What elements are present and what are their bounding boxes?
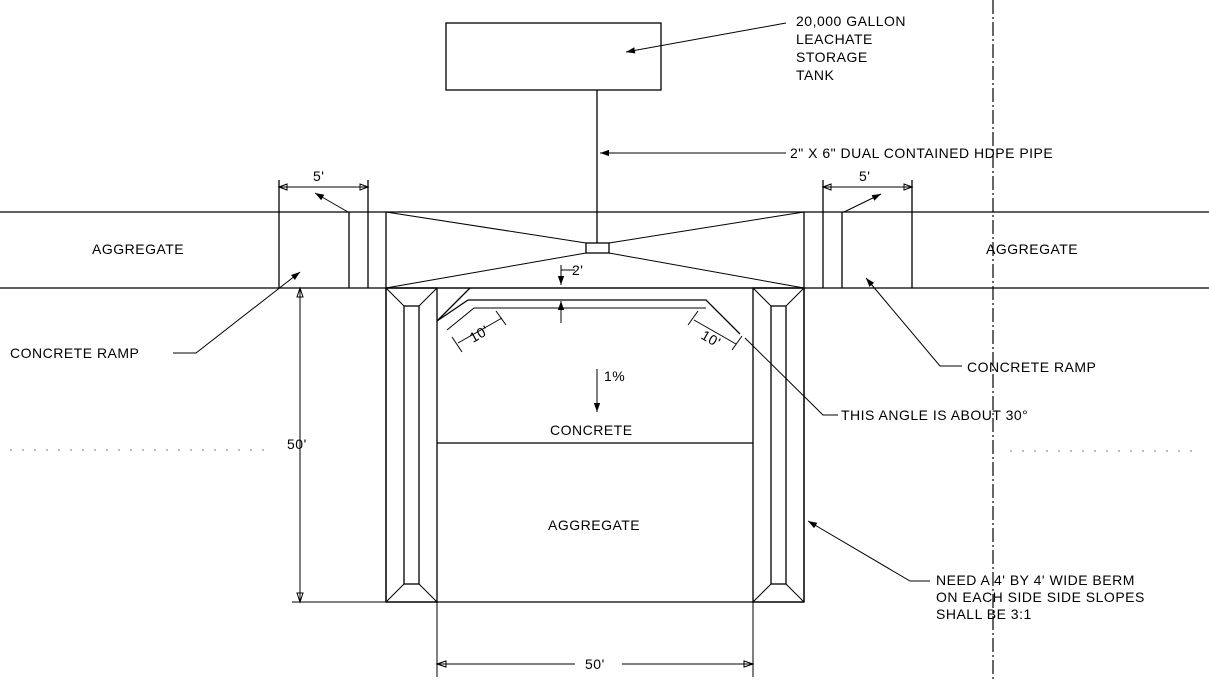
berm-right-outer [752, 287, 805, 603]
aggregate-right-label: AGGREGATE [986, 241, 1078, 257]
drain-inlet [585, 242, 610, 254]
dim-10-left-ext-a [451, 336, 463, 353]
dim-2-label: 2' [572, 262, 583, 278]
tank-label-line4: TANK [796, 67, 834, 83]
berm-left-outer [385, 287, 438, 603]
berm-left-corners [385, 287, 438, 603]
berm-note-line3: SHALL BE 3:1 [936, 606, 1032, 622]
faint-marks [10, 449, 1200, 452]
aggregate-left-label: AGGREGATE [92, 241, 184, 257]
berm-note-line1: NEED A 4' BY 4' WIDE BERM [936, 572, 1135, 588]
dim-10-left-ext-b [495, 310, 507, 326]
dim-5-left-label: 5' [313, 168, 324, 184]
dim-50-vertical-arrows [296, 286, 304, 604]
ramp-right-leader [865, 277, 962, 367]
dim-10-right-label: 10' [699, 327, 724, 351]
berm-right-inner [770, 305, 787, 585]
berm-left-inner [403, 305, 420, 585]
dim-5-right-leader [843, 193, 882, 213]
concrete-curb-outline [436, 287, 741, 335]
tank-label-line2: LEACHATE [796, 31, 873, 47]
dim-5-left-ticks [277, 183, 370, 191]
dim-10-right-ext-b [731, 335, 743, 351]
dim-5-right-ticks [821, 183, 914, 191]
dim-10-right-ext-a [687, 310, 699, 326]
ramp-left-leader [173, 271, 301, 354]
dim-50-horizontal-label: 50' [585, 656, 605, 672]
curb-left-chamfer [436, 299, 469, 322]
pipe-label: 2" X 6" DUAL CONTAINED HDPE PIPE [790, 145, 1053, 161]
dim-50-horizontal-arrows [435, 660, 755, 668]
curb-left-inner [446, 307, 706, 331]
dim-10-left-label: 10' [467, 322, 492, 346]
angle-note-leader [744, 337, 838, 416]
berm-note-line2: ON EACH SIDE SIDE SLOPES [936, 589, 1145, 605]
ramp-left-label: CONCRETE RAMP [10, 345, 139, 361]
aggregate-center-label: AGGREGATE [548, 517, 640, 533]
road-drainage-slopes [385, 211, 805, 289]
storage-tank [445, 22, 662, 91]
berm-note-leader [807, 520, 930, 582]
dim-10-right [693, 319, 737, 345]
dim-5-right-label: 5' [859, 168, 870, 184]
berm-right-corners [752, 287, 805, 603]
concrete-label: CONCRETE [550, 422, 633, 438]
slope-label: 1% [604, 368, 625, 384]
ramp-right-label: CONCRETE RAMP [967, 359, 1096, 375]
tank-leader [625, 22, 787, 54]
dim-50-vertical-label: 50' [287, 436, 307, 452]
tank-label-line1: 20,000 GALLON [796, 13, 906, 29]
angle-note-label: THIS ANGLE IS ABOUT 30° [841, 407, 1028, 423]
dim-5-left-leader [314, 192, 349, 213]
tank-label-line3: STORAGE [796, 49, 868, 65]
dim-10-left [457, 317, 503, 344]
